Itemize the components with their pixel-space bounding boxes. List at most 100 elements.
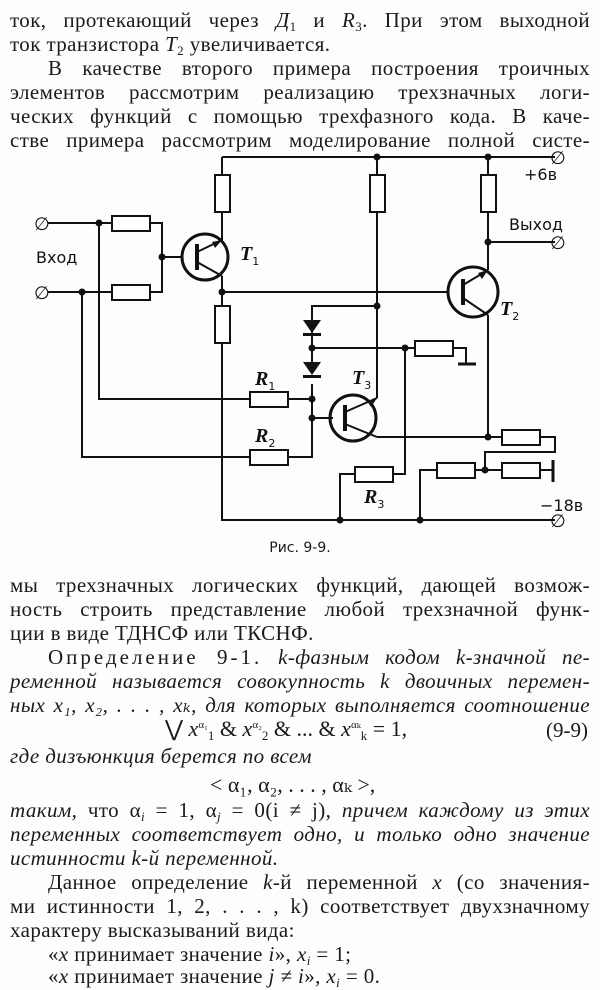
var-x: x	[296, 942, 307, 966]
var-x: x	[242, 716, 253, 741]
and-symbol: &	[219, 716, 238, 741]
var-x: x	[326, 964, 337, 988]
junctions	[78, 153, 492, 524]
subscript: i	[336, 975, 341, 990]
text: причем каждому из этих	[341, 798, 590, 822]
superscript: α₂	[252, 719, 262, 731]
definition-line: ных x₁, x₂, . . . , xₖ, для которых выпо…	[10, 693, 590, 717]
and-symbol: &	[273, 716, 292, 741]
text: таким,	[10, 798, 78, 822]
resistor-t1-bottom	[214, 305, 231, 344]
var-x: x	[341, 716, 351, 741]
definition-line: ременной называется совокупность k двоич…	[10, 669, 590, 693]
circuit-diagram: ∅ ∅ ∅ ∅ ∅ Вход Выход +6в −18в T1 T2 T3 R…	[34, 148, 583, 532]
definition-label: Определение 9-1.	[48, 645, 263, 669]
superscript: αₖ	[350, 719, 361, 731]
subscript: 2	[177, 43, 185, 58]
statement-line: «x принимает значение i», xi = 1;	[10, 942, 590, 968]
var-x: x	[188, 716, 199, 741]
resistor-input-top	[111, 215, 151, 232]
text: = 0(i ≠ j),	[221, 798, 342, 822]
text: (со значения-	[442, 870, 590, 894]
text: Данное определение	[48, 870, 264, 894]
label-r1: R1	[254, 368, 275, 393]
terminal-plus: ∅	[550, 148, 566, 169]
superscript: α₁	[198, 719, 208, 731]
text-line: ток, протекающий через Д1 и R3. При этом…	[10, 8, 590, 34]
subscript: 1	[289, 19, 297, 34]
terminal-input-bottom: ∅	[34, 283, 50, 304]
symbol-r3: R	[341, 8, 356, 32]
diode-d1	[303, 320, 321, 333]
paragraph-line: ции в виде ТДНСФ или ТКСНФ.	[10, 621, 314, 645]
diodes	[212, 240, 488, 407]
text: -й переменной	[272, 870, 433, 894]
paragraph-line: элементов рассмотрим реализацию трехзнач…	[10, 80, 590, 104]
terminal-minus: ∅	[550, 511, 566, 532]
var-x: x	[58, 942, 69, 966]
text: »,	[304, 964, 327, 988]
label-r3: R3	[363, 486, 384, 511]
text: принимает значение	[68, 964, 269, 988]
resistor-r1	[249, 391, 289, 408]
paragraph-line: мы трехзначных логических функций, дающе…	[10, 573, 590, 597]
var-x: x	[58, 964, 69, 988]
subscript: k	[360, 728, 368, 743]
text: «	[48, 964, 59, 988]
text: ток, протекающий через	[10, 8, 276, 32]
subscript: j	[217, 809, 222, 824]
text: что α	[77, 798, 142, 822]
subscript: 1	[207, 728, 215, 743]
resistor-br1	[501, 429, 541, 446]
resistor-r3	[354, 466, 394, 483]
subscript: 3	[355, 19, 363, 34]
text: »,	[274, 942, 297, 966]
resistor-input-bottom	[111, 284, 151, 301]
definition-line: Определение 9-1. k-фазным кодом k-значно…	[10, 645, 590, 669]
paragraph-line: стве примера рассмотрим моделирование по…	[10, 128, 590, 152]
wires	[48, 156, 556, 521]
text: и	[296, 8, 342, 32]
tuple-expression: < α₁, α₂, . . . , αₖ >,	[210, 772, 376, 797]
label-r2: R2	[254, 425, 275, 450]
subscript: i	[141, 809, 146, 824]
label-input: Вход	[36, 248, 77, 267]
resistor-br2	[436, 462, 476, 479]
subscript: i	[306, 953, 311, 968]
equation-number: (9-9)	[546, 718, 588, 742]
paragraph-line: характеру высказываний вида:	[10, 918, 295, 942]
text: ток транзистора	[10, 32, 166, 56]
label-plus-6v: +6в	[524, 165, 557, 184]
var-i: i	[268, 942, 275, 966]
disjunction-symbol: ⋁	[165, 716, 184, 741]
resistor-mid	[369, 174, 386, 213]
text: = 0.	[340, 964, 381, 988]
definition-line: переменных соответствует одно, и только …	[10, 822, 590, 846]
symbol-d1: Д	[275, 8, 290, 32]
var-k: k	[263, 870, 273, 894]
paragraph-line: Данное определение k-й переменной x (со …	[10, 870, 590, 894]
paragraph-line: ми истинности 1, 2, . . . , k) соответст…	[10, 894, 590, 918]
paragraph-line: ность строить представление любой трехзн…	[10, 597, 590, 621]
label-output: Выход	[509, 215, 563, 234]
resistor-t1-top	[214, 174, 231, 213]
text-line: ток транзистора T2 увеличивается.	[10, 32, 590, 58]
text: k-фазным кодом k-значной пе-	[262, 645, 590, 669]
text: = 1;	[310, 942, 352, 966]
statement-line: «x принимает значение j ≠ i», xi = 0.	[10, 964, 590, 990]
equation-rhs: = 1,	[372, 716, 408, 741]
var-x: x	[432, 870, 443, 894]
definition-line: истинности k-й переменной.	[10, 846, 279, 870]
text: принимает значение	[68, 942, 269, 966]
paragraph-line: В качестве второго примера построения тр…	[48, 56, 590, 80]
figure-caption: Рис. 9-9.	[269, 540, 331, 556]
definition-line: таким, что αi = 1, αj = 0(i ≠ j), причем…	[10, 798, 590, 824]
transistor-t2	[446, 265, 500, 319]
text: . При этом выходной	[362, 8, 590, 32]
paragraph-line: ческих функций с помощью трехфазного код…	[10, 104, 590, 128]
equation-9-9: ⋁ xα₁1 & xα₂2 & ... & xαₖk = 1,	[165, 716, 407, 742]
ellipsis: ...	[296, 716, 314, 741]
label-t2: T2	[500, 298, 519, 323]
text: = 1, α	[145, 798, 217, 822]
subscript: 2	[261, 728, 269, 743]
